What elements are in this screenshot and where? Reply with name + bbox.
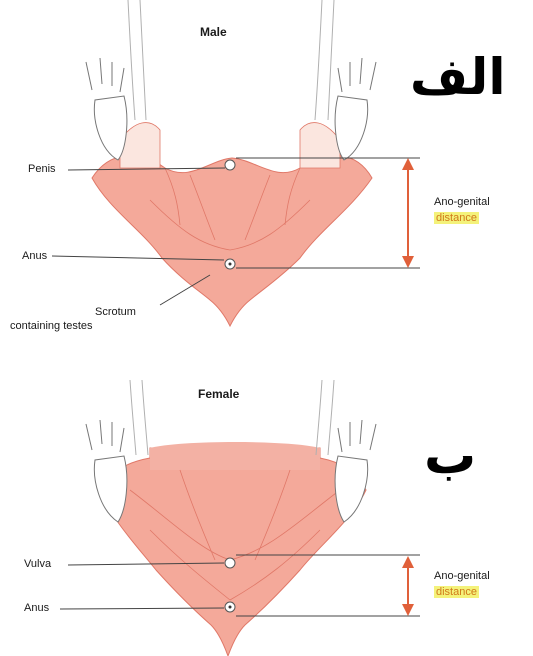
female-vulva-marker [225,558,235,568]
male-scrotum-label-1: Scrotum [95,306,136,319]
female-paw-right [335,420,376,522]
female-tag: ب [424,426,476,486]
male-title: Male [200,26,227,39]
male-agd-label-2-wrap: distance [434,212,479,225]
female-agd-label-1: Ano-genital [434,570,490,583]
female-agd-arrow [402,556,414,616]
male-agd-arrow [402,158,414,268]
male-anus-label: Anus [22,250,47,263]
female-anus-label: Anus [24,602,49,615]
female-leg-right [316,380,334,455]
female-upper-shade [150,442,320,470]
female-leg-left [130,380,148,455]
female-agd-label-2-wrap: distance [434,586,479,599]
male-paw-left [86,58,127,160]
male-penis-marker [225,160,235,170]
female-agd-label-2: distance [434,586,479,598]
male-body [92,156,372,326]
female-vulva-label: Vulva [24,558,51,571]
male-scrotum-label-2: containing testes [10,320,93,333]
male-penis-label: Penis [28,163,56,176]
female-title: Female [198,388,239,401]
male-agd-label-1: Ano-genital [434,196,490,209]
female-body [100,448,366,656]
male-tag: الف [410,48,505,106]
male-leg-left [128,0,146,120]
male-leg-right [315,0,334,120]
male-paw-right [335,58,376,160]
male-diagram [52,0,420,326]
female-diagram [60,380,420,656]
male-agd-label-2: distance [434,212,479,224]
female-paw-left [86,420,127,522]
